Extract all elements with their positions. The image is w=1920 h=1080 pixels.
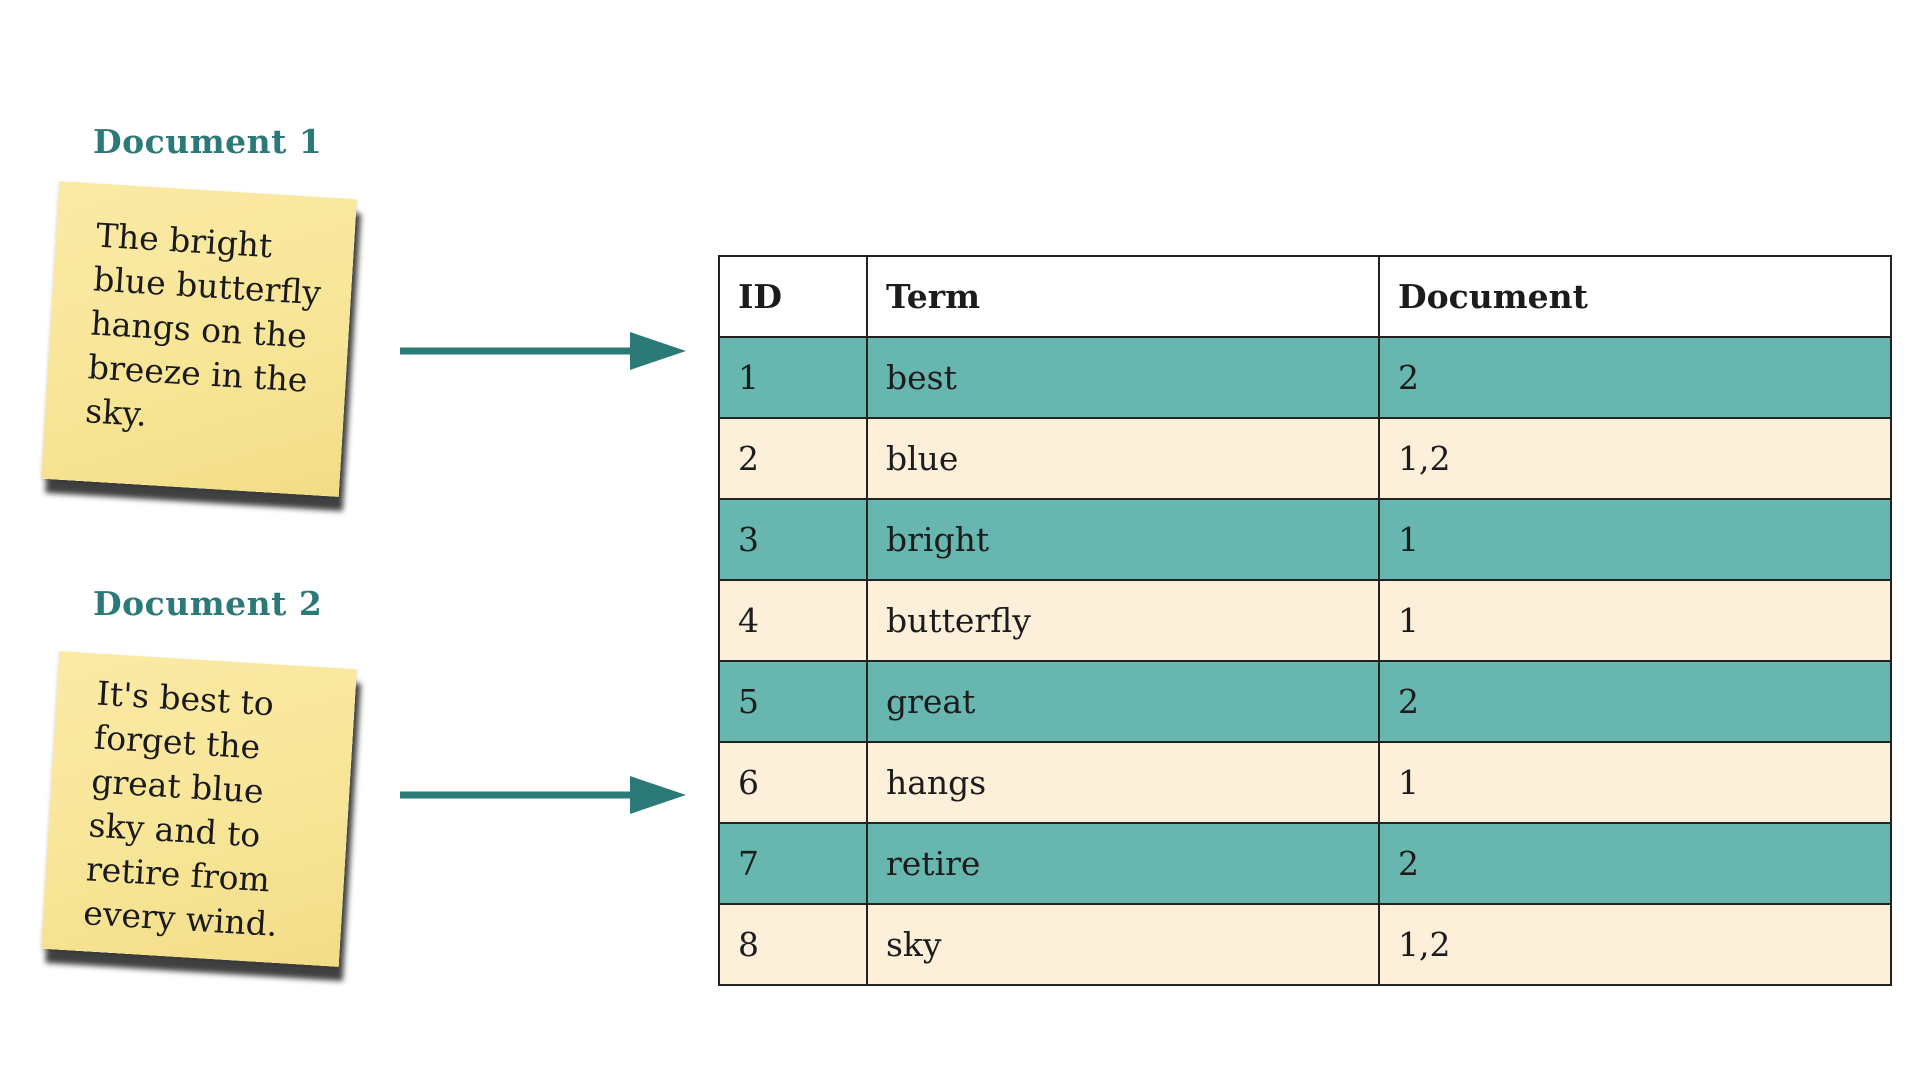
cell-term: retire <box>866 822 1380 905</box>
table-header-row: ID Term Document <box>718 255 1892 338</box>
cell-document: 2 <box>1378 660 1892 743</box>
cell-term: blue <box>866 417 1380 500</box>
cell-id: 1 <box>718 336 868 419</box>
document-1-heading: Document 1 <box>93 122 323 161</box>
cell-id: 6 <box>718 741 868 824</box>
document-2-heading: Document 2 <box>93 584 323 623</box>
document-2-sticky-note: It's best to forget the great blue sky a… <box>41 651 357 967</box>
table-row: 2 blue 1,2 <box>718 417 1892 500</box>
cell-id: 3 <box>718 498 868 581</box>
cell-document: 1,2 <box>1378 417 1892 500</box>
table-row: 6 hangs 1 <box>718 741 1892 824</box>
cell-id: 7 <box>718 822 868 905</box>
document-2-note-text: It's best to forget the great blue sky a… <box>82 673 279 944</box>
cell-term: best <box>866 336 1380 419</box>
cell-term: bright <box>866 498 1380 581</box>
cell-term: hangs <box>866 741 1380 824</box>
column-header-id: ID <box>718 255 868 338</box>
cell-term: butterfly <box>866 579 1380 662</box>
cell-id: 2 <box>718 417 868 500</box>
table-row: 5 great 2 <box>718 660 1892 743</box>
inverted-index-table: ID Term Document 1 best 2 2 blue 1,2 3 b… <box>718 255 1892 986</box>
cell-id: 8 <box>718 903 868 986</box>
arrow-right-icon <box>400 776 686 814</box>
column-header-document: Document <box>1378 255 1892 338</box>
cell-id: 5 <box>718 660 868 743</box>
cell-term: great <box>866 660 1380 743</box>
cell-document: 1 <box>1378 498 1892 581</box>
cell-document: 1 <box>1378 579 1892 662</box>
cell-document: 2 <box>1378 822 1892 905</box>
table-row: 3 bright 1 <box>718 498 1892 581</box>
table-row: 1 best 2 <box>718 336 1892 419</box>
cell-id: 4 <box>718 579 868 662</box>
column-header-term: Term <box>866 255 1380 338</box>
document-1-note-text: The bright blue butterfly hangs on the b… <box>84 215 323 434</box>
cell-document: 1,2 <box>1378 903 1892 986</box>
table-row: 7 retire 2 <box>718 822 1892 905</box>
cell-document: 2 <box>1378 336 1892 419</box>
cell-document: 1 <box>1378 741 1892 824</box>
arrow-right-icon <box>400 332 686 370</box>
table-row: 8 sky 1,2 <box>718 903 1892 986</box>
table-row: 4 butterfly 1 <box>718 579 1892 662</box>
cell-term: sky <box>866 903 1380 986</box>
document-1-sticky-note: The bright blue butterfly hangs on the b… <box>41 181 357 497</box>
